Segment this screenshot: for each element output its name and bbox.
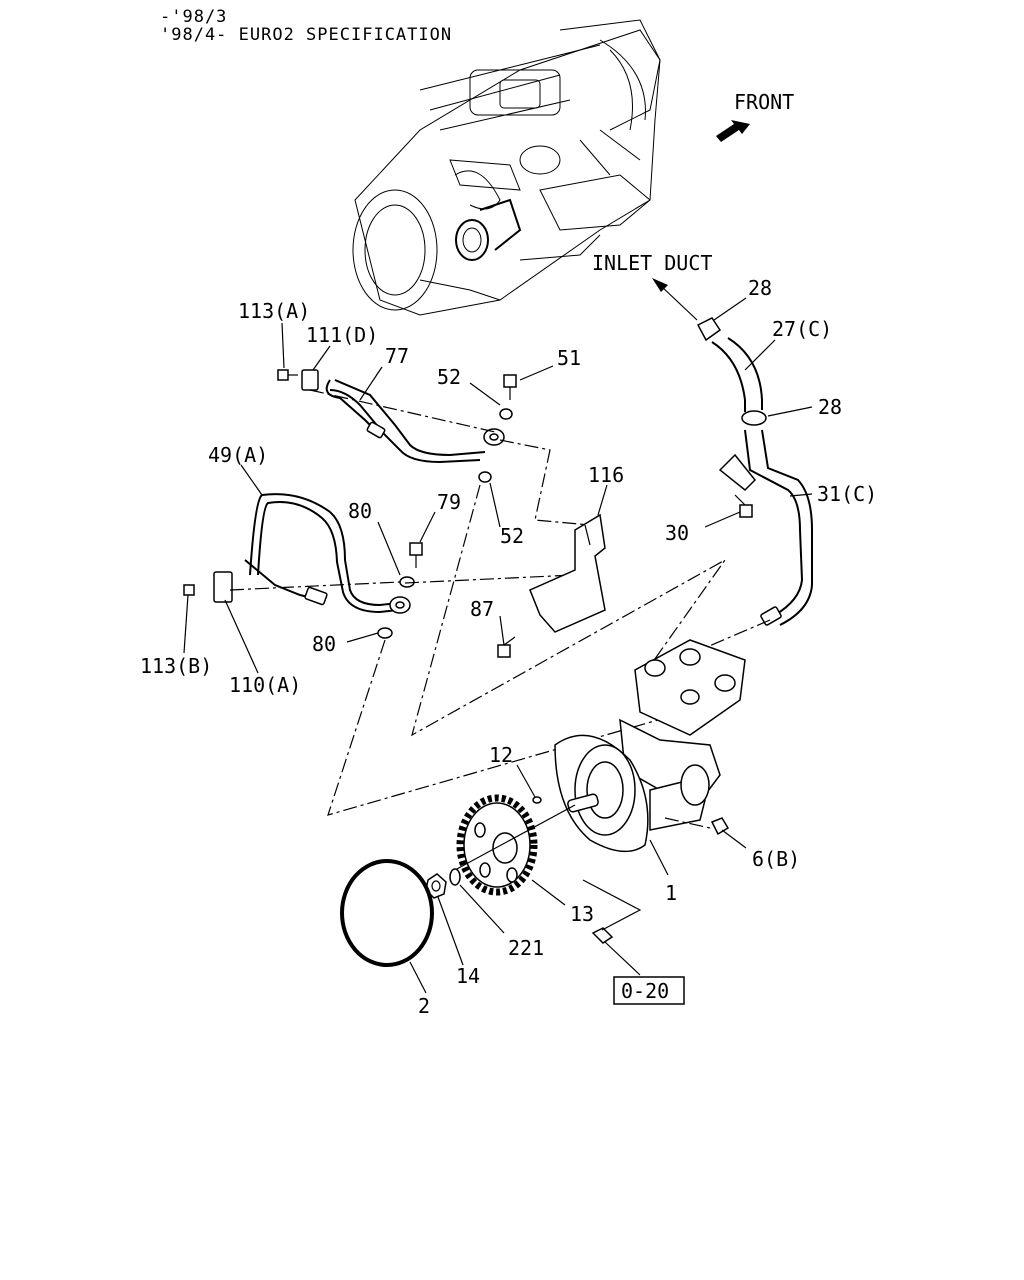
part-label-1: 1 xyxy=(665,881,677,905)
engine-overview-illustration xyxy=(352,19,661,316)
bolt-79 xyxy=(409,542,423,568)
part-label-12: 12 xyxy=(489,743,513,767)
centerline-49a xyxy=(229,581,401,591)
washer-52a xyxy=(499,408,513,420)
bolt-leader-bracket xyxy=(582,879,642,931)
front-direction-label: FRONT xyxy=(734,90,794,114)
bracket-116 xyxy=(529,513,606,633)
centerline-31c xyxy=(699,619,771,651)
header-date-range: -'98/3 xyxy=(160,7,227,27)
centerline-77 xyxy=(309,389,496,433)
bolt-113a xyxy=(277,369,298,381)
oil-pipe-77 xyxy=(325,379,505,464)
part-label-79: 79 xyxy=(437,490,461,514)
part-label-80b: 80 xyxy=(312,632,336,656)
part-label-113b: 113(B) xyxy=(140,654,212,678)
nut-6b xyxy=(710,817,730,836)
clamp-28b xyxy=(741,410,767,426)
centerline-6b xyxy=(664,817,711,829)
header-specification: '98/4- EURO2 SPECIFICATION xyxy=(160,25,452,45)
part-label-2: 2 xyxy=(418,994,430,1018)
part-label-52a: 52 xyxy=(437,365,461,389)
part-label-30: 30 xyxy=(665,521,689,545)
pipe-31c xyxy=(744,429,813,626)
o-ring-2 xyxy=(340,859,434,967)
inlet-duct-leader xyxy=(659,284,698,321)
centerline-lower xyxy=(327,639,711,816)
shaft-centerline xyxy=(454,804,576,871)
part-label-31c: 31(C) xyxy=(817,482,877,506)
part-label-87: 87 xyxy=(470,597,494,621)
clamp-28a xyxy=(696,317,722,342)
part-label-80a: 80 xyxy=(348,499,372,523)
bolt-0-20 xyxy=(591,927,614,944)
washer-221 xyxy=(449,868,461,886)
part-label-52b: 52 xyxy=(500,524,524,548)
bolt-30 xyxy=(734,494,753,518)
part-label-49a: 49(A) xyxy=(208,443,268,467)
key-12 xyxy=(532,796,542,804)
centerline-51 xyxy=(499,439,591,526)
gear-13 xyxy=(456,794,538,896)
clip-110a xyxy=(213,571,233,603)
part-label-6b: 6(B) xyxy=(752,847,800,871)
centerline-left xyxy=(411,484,726,737)
part-label-28b: 28 xyxy=(818,395,842,419)
washer-80a xyxy=(399,576,415,588)
part-label-51: 51 xyxy=(557,346,581,370)
bolt-51 xyxy=(503,374,517,400)
reference-box-label: 0-20 xyxy=(621,979,669,1003)
inlet-arrow-icon xyxy=(652,278,668,292)
clip-111d xyxy=(301,369,319,391)
inlet-duct-label: INLET DUCT xyxy=(592,251,712,275)
part-label-113a: 113(A) xyxy=(238,299,310,323)
reference-box-0-20: 0-20 xyxy=(613,976,685,1005)
part-label-110a: 110(A) xyxy=(229,673,301,697)
leader-lines xyxy=(183,297,813,994)
part-label-27c: 27(C) xyxy=(772,317,832,341)
bracket-31c xyxy=(718,453,757,492)
part-label-13: 13 xyxy=(570,902,594,926)
part-label-221: 221 xyxy=(508,936,544,960)
washer-80b xyxy=(377,627,393,639)
part-label-14: 14 xyxy=(456,964,480,988)
air-compressor-1 xyxy=(554,639,746,853)
part-label-116: 116 xyxy=(588,463,624,487)
hose-27c xyxy=(711,337,763,412)
part-label-28a: 28 xyxy=(748,276,772,300)
bolt-87 xyxy=(497,636,516,658)
bolt-113b xyxy=(183,584,195,596)
front-arrow-icon xyxy=(716,120,750,142)
oil-pipe-49a xyxy=(244,493,411,614)
part-label-111d: 111(D) xyxy=(306,323,378,347)
part-label-77: 77 xyxy=(385,344,409,368)
washer-52b xyxy=(478,471,492,483)
